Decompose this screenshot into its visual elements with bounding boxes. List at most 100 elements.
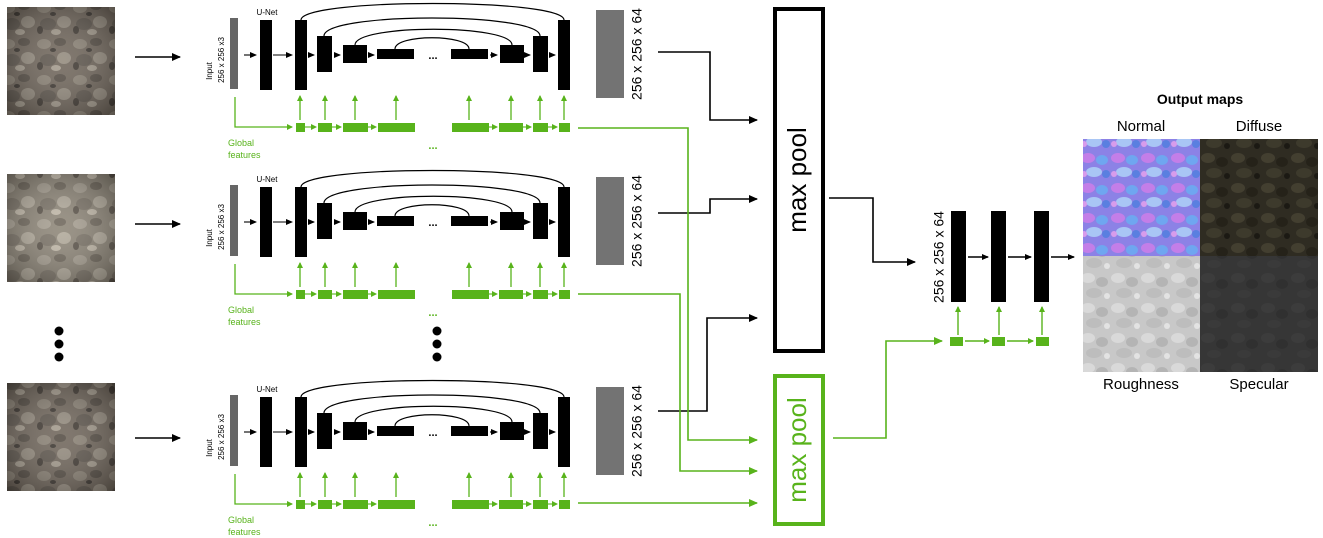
fusion-global-2 <box>992 337 1005 346</box>
output-label-specular: Specular <box>1229 376 1288 393</box>
global-feature-block <box>533 123 548 132</box>
unet-block <box>558 20 570 90</box>
unet-block <box>500 212 524 230</box>
input-dims-label: 256 x 256 x3 <box>217 37 226 83</box>
specular-map-image <box>1200 256 1318 372</box>
max-pool-global-box: max pool <box>773 374 825 526</box>
global-feature-block <box>559 500 570 509</box>
fusion-global-1 <box>950 337 963 346</box>
global-feature-block <box>452 123 489 132</box>
unet-block <box>295 20 307 90</box>
roughness-map-image <box>1083 256 1200 372</box>
global-ellipsis: ... <box>428 140 437 152</box>
unet-label: U-Net <box>257 175 279 184</box>
global-label-line1: Global <box>228 305 254 315</box>
global-feature-block <box>499 290 523 299</box>
fusion-layer-3 <box>1034 211 1049 302</box>
input-label: Input <box>205 61 214 80</box>
unet-block <box>500 45 524 63</box>
unet-block <box>260 20 272 90</box>
unet-block <box>317 413 332 449</box>
global-feature-block <box>318 123 332 132</box>
input-image-1 <box>7 7 115 115</box>
global-feature-block <box>533 500 548 509</box>
output-label-diffuse: Diffuse <box>1236 118 1282 135</box>
unet-block <box>558 397 570 467</box>
unet-block <box>377 426 414 436</box>
unet-block <box>295 397 307 467</box>
global-ellipsis: ... <box>428 307 437 319</box>
branch-to-maxpool-arrows <box>578 51 758 507</box>
global-label-line1: Global <box>228 138 254 148</box>
global-feature-block <box>343 123 368 132</box>
unet-block <box>260 397 272 467</box>
global-label-line2: features <box>228 150 261 160</box>
unet-block <box>451 49 488 59</box>
maxpool-to-fusion-arrows <box>829 197 943 439</box>
unet-block <box>317 203 332 239</box>
diffuse-map-image <box>1200 139 1318 256</box>
unet-label: U-Net <box>257 8 279 17</box>
global-feature-block <box>343 500 368 509</box>
max-pool-main-box: max pool <box>773 7 825 353</box>
global-label-line1: Global <box>228 515 254 525</box>
fusion-layer-2 <box>991 211 1006 302</box>
unet-block <box>343 45 367 63</box>
output-maps: Output maps Normal Diffuse Roughness Spe… <box>1083 91 1318 393</box>
global-ellipsis: ... <box>428 517 437 529</box>
images-ellipsis-dots <box>54 326 64 362</box>
unet-block <box>533 36 548 72</box>
normal-map-image <box>1083 139 1200 256</box>
global-feature-block <box>318 290 332 299</box>
global-feature-block <box>378 500 415 509</box>
unet-block <box>377 216 414 226</box>
fusion-dims-label: 256 x 256 x 64 <box>931 211 947 303</box>
global-feature-block <box>452 500 489 509</box>
global-feature-block <box>296 123 305 132</box>
global-feature-block <box>499 500 523 509</box>
unet-block <box>500 422 524 440</box>
max-pool-main-label: max pool <box>782 127 812 233</box>
input-dims-label: 256 x 256 x3 <box>217 414 226 460</box>
fusion-layer-1 <box>951 211 966 302</box>
unet-block <box>533 203 548 239</box>
output-label-normal: Normal <box>1117 118 1165 135</box>
unet-block <box>558 187 570 257</box>
global-feature-block <box>559 290 570 299</box>
feature-dims-label: 256 x 256 x 64 <box>629 8 645 100</box>
global-feature-block <box>318 500 332 509</box>
global-label-line2: features <box>228 317 261 327</box>
unet-block <box>343 212 367 230</box>
global-feature-block <box>452 290 489 299</box>
global-feature-block <box>296 290 305 299</box>
branches-ellipsis-dots <box>432 326 442 362</box>
unet-ellipsis: ... <box>428 50 437 62</box>
unet-block <box>377 49 414 59</box>
global-feature-block <box>296 500 305 509</box>
unet-block <box>317 36 332 72</box>
global-feature-block <box>499 123 523 132</box>
global-feature-block <box>559 123 570 132</box>
fusion-global-3 <box>1036 337 1049 346</box>
input-label: Input <box>205 228 214 247</box>
global-feature-block <box>343 290 368 299</box>
global-feature-block <box>533 290 548 299</box>
unet-block <box>295 187 307 257</box>
output-label-roughness: Roughness <box>1103 376 1179 393</box>
unet-block <box>533 413 548 449</box>
global-feature-block <box>378 123 415 132</box>
unet-block <box>451 426 488 436</box>
unet-ellipsis: ... <box>428 427 437 439</box>
feature-dims-label: 256 x 256 x 64 <box>629 175 645 267</box>
input-image-3 <box>7 383 115 491</box>
global-feature-block <box>378 290 415 299</box>
fusion-network: 256 x 256 x 64 <box>931 211 1075 346</box>
feature-dims-label: 256 x 256 x 64 <box>629 385 645 477</box>
input-label: Input <box>205 438 214 457</box>
unet-block <box>260 187 272 257</box>
input-dims-label: 256 x 256 x3 <box>217 204 226 250</box>
